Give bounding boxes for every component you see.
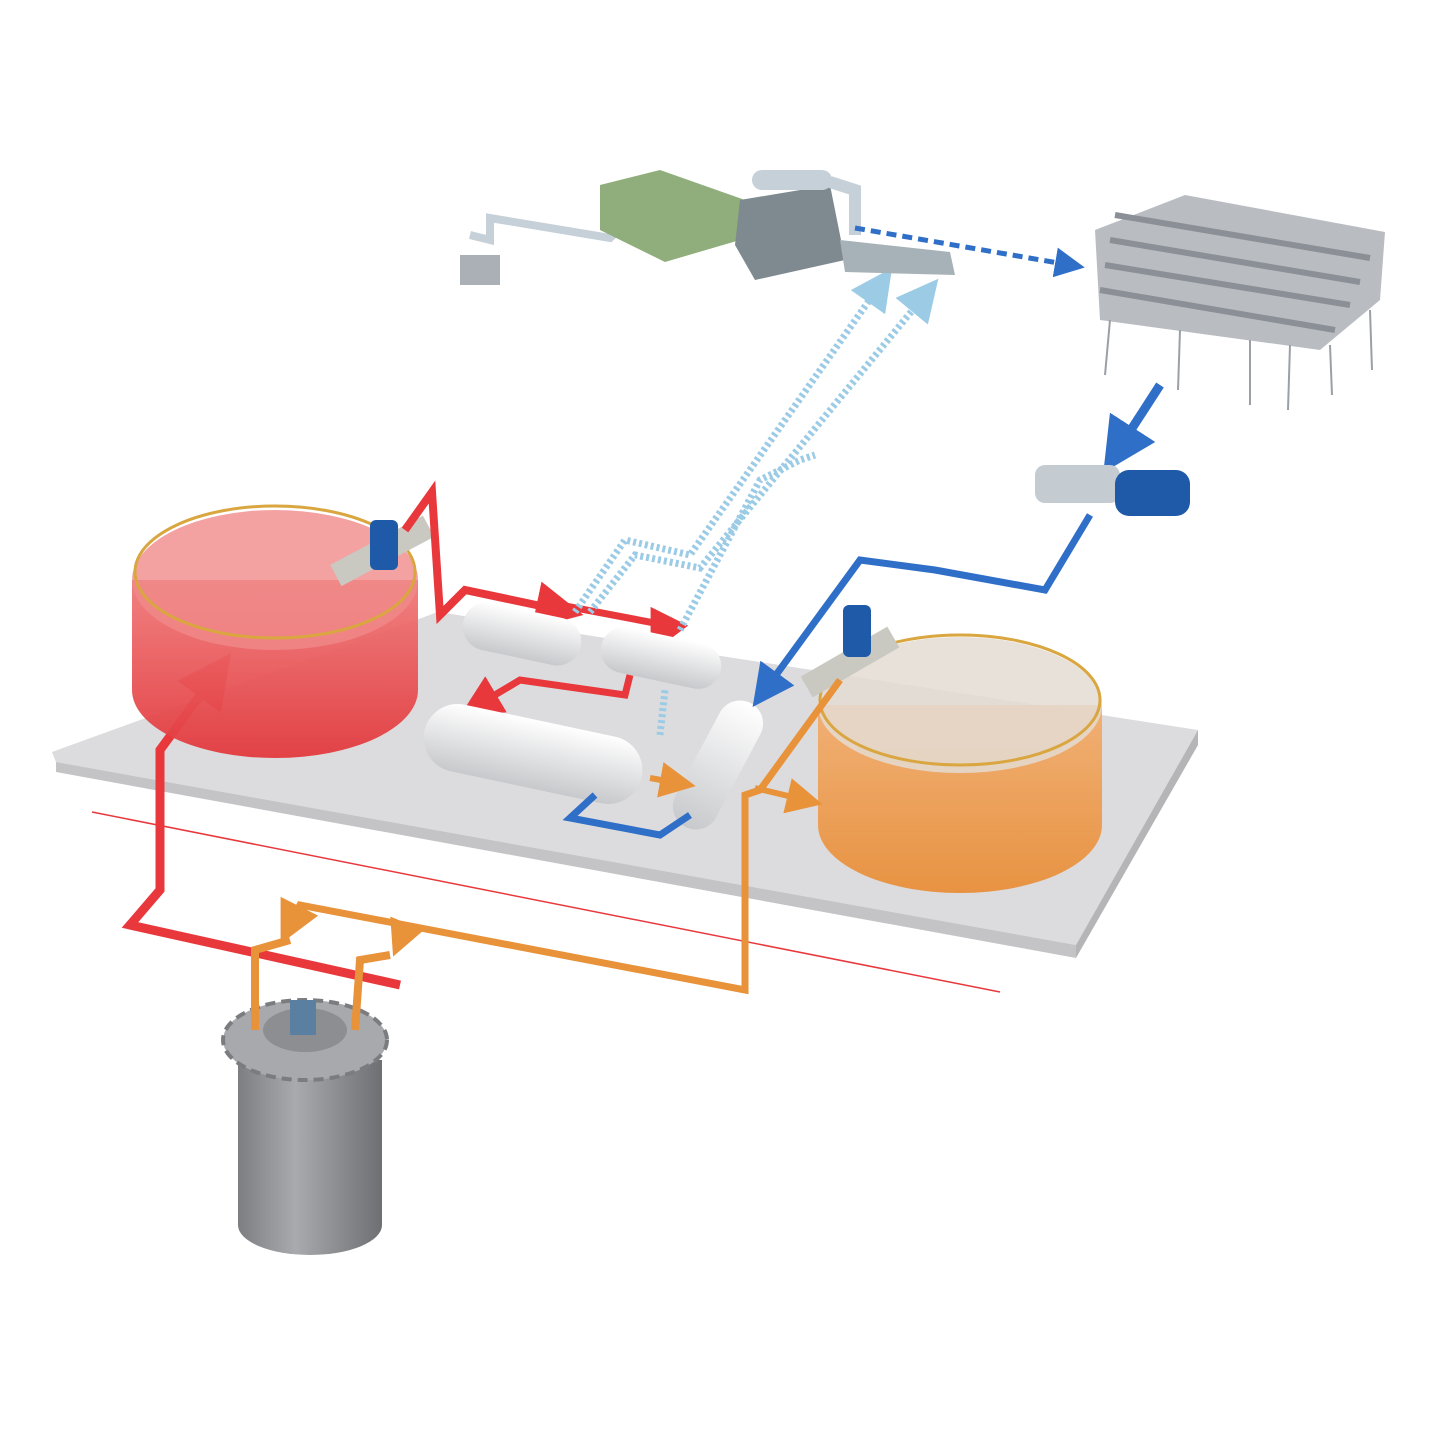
cooling-tower [1095,195,1385,411]
fuel-rods-icon [290,1000,316,1035]
pump [1035,465,1190,516]
cold-salt-pipe-hx [649,762,696,798]
cooling-water-pipe-from-tower [1103,382,1164,473]
hot-tank [132,504,435,758]
reactor [221,936,391,1255]
cold-tank [800,605,1102,893]
motor-icon [843,605,871,657]
exhaust-steam-line [854,225,1085,278]
cooling-water-pipe [752,513,1094,707]
cold-salt-pipe-to-reactor [280,677,843,995]
turbine-generator [460,170,955,285]
steam-lines [572,267,939,736]
cooling-water-pipe-hx [562,792,692,839]
tank-walkway [800,626,900,698]
site-boundary-line [91,811,1001,993]
hot-salt-pipe-branch [559,601,689,654]
cold-salt-pipe-branch [390,916,424,957]
tank-railing [818,633,1102,767]
hot-salt-pipe-out [401,480,584,629]
motor-icon [370,520,398,570]
cold-salt-pipe-to-tank [754,778,823,814]
tank-railing [133,504,417,640]
hot-salt-pipe-return [459,674,634,716]
